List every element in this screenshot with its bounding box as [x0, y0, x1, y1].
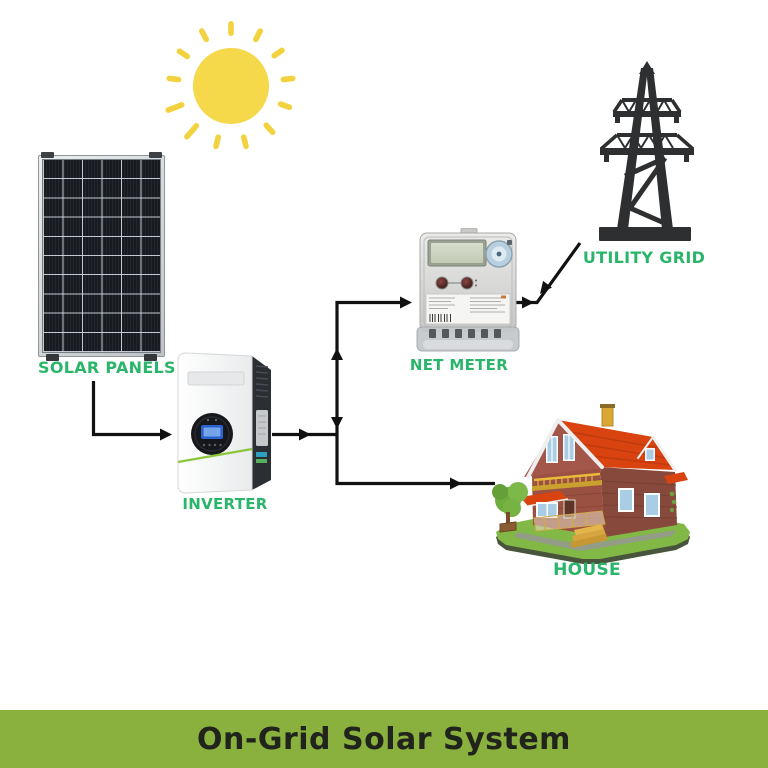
label-inverter: INVERTER [182, 495, 268, 513]
page-title: On-Grid Solar System [197, 721, 571, 757]
sun-icon [165, 21, 296, 150]
label-house: HOUSE [553, 560, 621, 580]
panel-foot-icon [144, 354, 157, 361]
transmission-tower-icon [599, 61, 695, 241]
label-utility-grid: UTILITY GRID [582, 248, 706, 267]
solar-panel-cells [42, 159, 161, 353]
panel-foot-icon [46, 354, 59, 361]
solar-panel-illustration [38, 152, 165, 361]
title-banner: On-Grid Solar System [0, 710, 768, 768]
house-illustration [492, 404, 690, 564]
panel-clamp-icon [149, 152, 162, 158]
solar-inverter-illustration [177, 352, 271, 494]
energy-meter-illustration [416, 228, 520, 352]
label-solar-panels: SOLAR PANELS [38, 358, 176, 377]
label-net-meter: NET METER [409, 356, 509, 374]
panel-clamp-icon [41, 152, 54, 158]
